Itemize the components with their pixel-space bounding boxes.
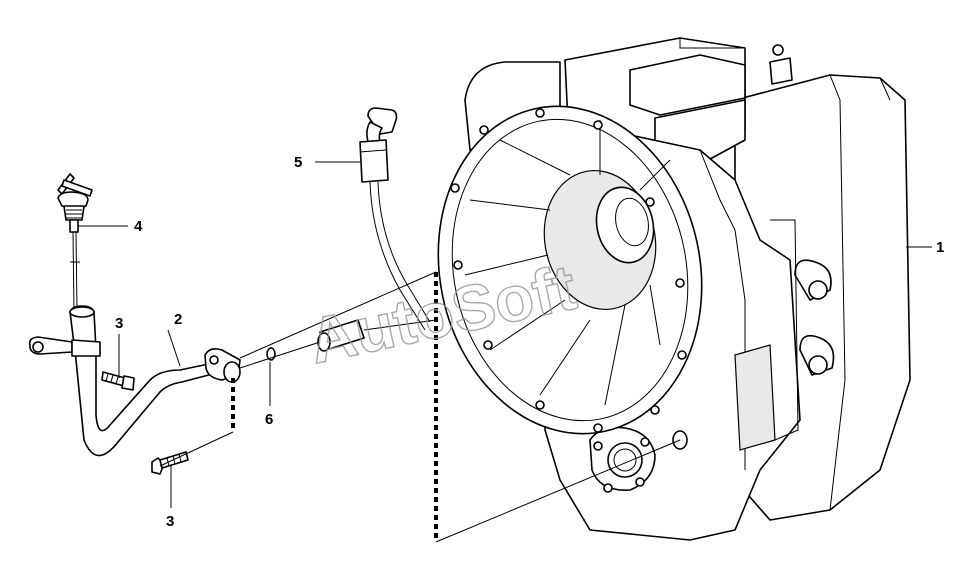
dipstick-tube [28, 305, 241, 457]
oil-pipe-fitting [359, 107, 431, 331]
callout-3-lower: 3 [166, 513, 174, 530]
transmission-housing [437, 37, 911, 541]
assembly-lines [159, 271, 681, 543]
callout-labels: 1 2 3 3 4 5 6 [115, 154, 944, 530]
callout-1: 1 [936, 239, 944, 256]
callout-3-upper: 3 [115, 315, 123, 332]
oil-dipstick [57, 173, 93, 313]
callout-5: 5 [294, 154, 302, 171]
bolt-upper [101, 371, 135, 391]
callout-2: 2 [174, 311, 182, 328]
callout-4: 4 [134, 218, 143, 235]
pipe-connector [317, 319, 365, 352]
callout-6: 6 [265, 411, 273, 428]
callout-leaders [78, 161, 932, 508]
